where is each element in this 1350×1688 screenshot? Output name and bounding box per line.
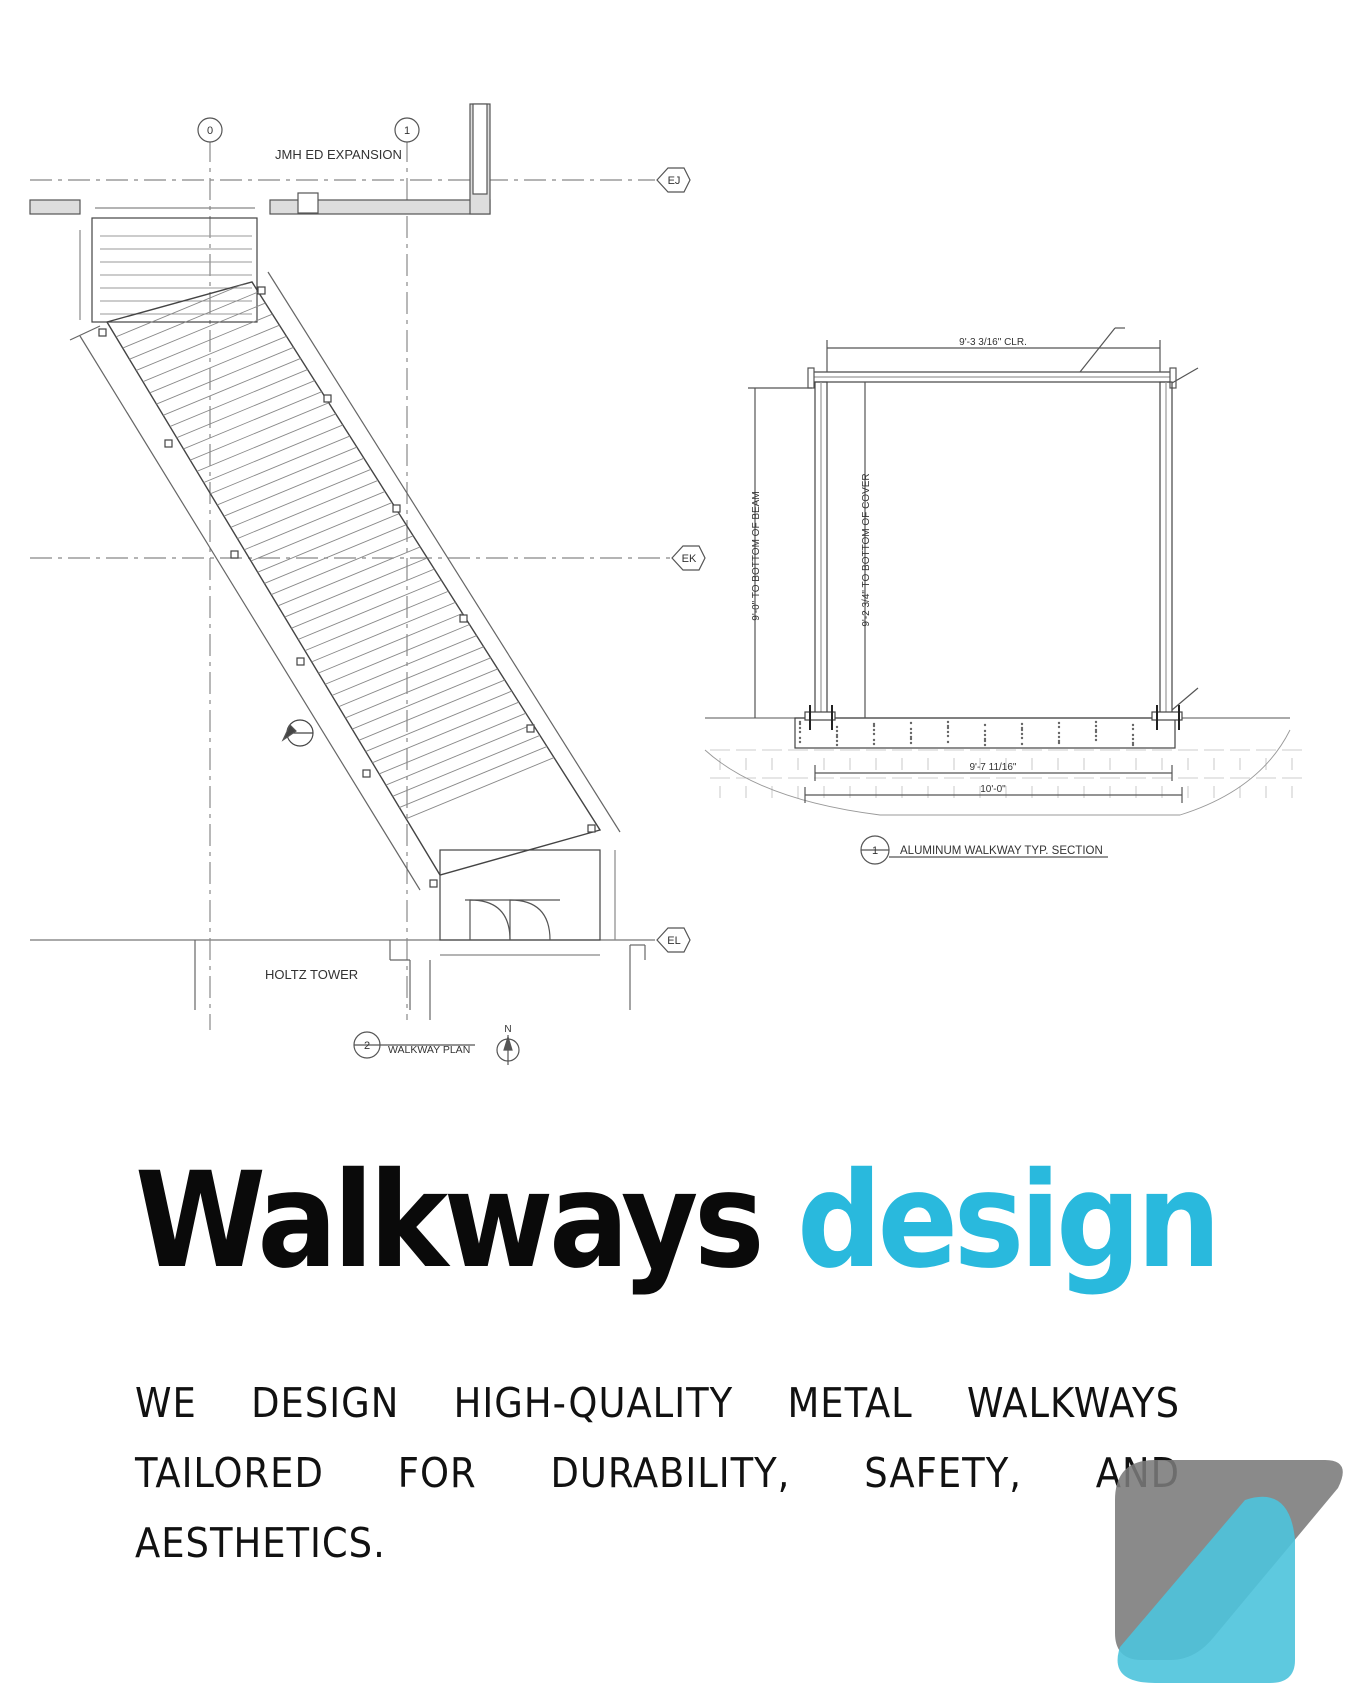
grid-label-ek: EK bbox=[682, 553, 697, 565]
grid-label-el: EL bbox=[667, 935, 680, 947]
section-height-beam: 9'-0" TO BOTTOM OF BEAM bbox=[751, 491, 762, 620]
section-title: ALUMINUM WALKWAY TYP. SECTION bbox=[900, 845, 1103, 857]
grid-label-0: 0 bbox=[207, 125, 213, 137]
technical-drawings: 0 1 EJ EK EL JMH ED EXPANSION HOLTZ TOWE… bbox=[29, 103, 1302, 1065]
plan-detail-number: 2 bbox=[364, 1040, 370, 1052]
plan-title: WALKWAY PLAN bbox=[388, 1044, 470, 1056]
headline-word-walkways: Walkways bbox=[135, 1144, 765, 1298]
section-clear-width: 9'-3 3/16" CLR. bbox=[959, 337, 1027, 348]
section-outer-width: 10'-0" bbox=[980, 784, 1006, 795]
walkway-section-drawing bbox=[704, 327, 1302, 865]
headline: Walkways design bbox=[135, 1155, 1221, 1287]
grid-label-1: 1 bbox=[404, 125, 410, 137]
building-label-bottom: HOLTZ TOWER bbox=[265, 967, 358, 982]
walkway-section-labels: 9'-3 3/16" CLR. 9'-0" TO BOTTOM OF BEAM … bbox=[751, 337, 1103, 857]
section-detail-number: 1 bbox=[872, 845, 878, 857]
walkway-plan-labels: 0 1 EJ EK EL JMH ED EXPANSION HOLTZ TOWE… bbox=[207, 125, 697, 1056]
grid-label-ej: EJ bbox=[668, 175, 681, 187]
north-label: N bbox=[504, 1024, 511, 1035]
building-label-top: JMH ED EXPANSION bbox=[275, 147, 402, 162]
tagline: We design high-quality metal walkways ta… bbox=[135, 1379, 1180, 1567]
section-inner-width: 9'-7 11/16" bbox=[970, 762, 1017, 773]
headline-word-design: design bbox=[796, 1144, 1221, 1298]
brand-logo-mark bbox=[1115, 1460, 1343, 1683]
section-height-cover: 9'-2 3/4" TO BOTTOM OF COVER bbox=[861, 473, 872, 626]
logo-blue-shape bbox=[1117, 1496, 1295, 1683]
walkway-plan-drawing bbox=[29, 103, 706, 1065]
